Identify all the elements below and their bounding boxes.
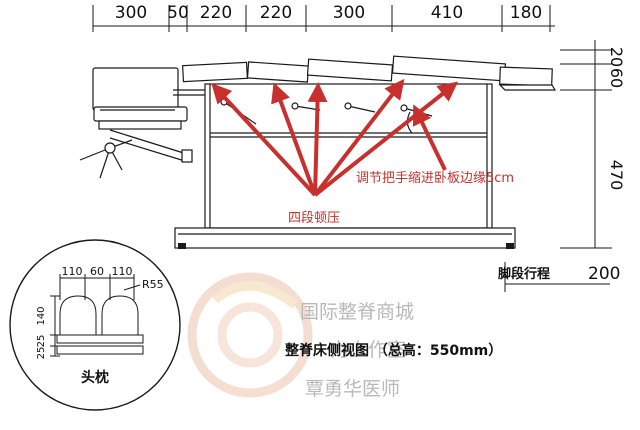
top-dim-4: 220 xyxy=(260,3,292,23)
top-dim-5: 300 xyxy=(333,3,365,23)
top-dim-1: 300 xyxy=(115,3,147,23)
table-pads xyxy=(181,55,557,91)
main-frame xyxy=(174,83,516,249)
right-dim-470: 470 xyxy=(607,160,626,191)
pressure-arrows xyxy=(211,78,459,197)
headrest-dim-60: 60 xyxy=(90,265,104,278)
headrest-dim-110-right: 110 xyxy=(112,265,133,278)
headrest-dim-25a: 25 xyxy=(36,335,47,348)
base-foot-right xyxy=(506,243,514,249)
caption: 整脊床侧视图 （总高：550mm） xyxy=(284,342,502,359)
handle-note: 调节把手缩进卧板边缘5cm xyxy=(356,170,514,186)
headrest-dim-110-left: 110 xyxy=(62,265,83,278)
adjustment-handles xyxy=(220,98,433,125)
foot-travel-value: 200 xyxy=(588,264,620,284)
foot-travel-label: 脚段行程 xyxy=(498,266,550,282)
foot-travel-dimension xyxy=(504,262,610,292)
watermark-line1: 国际整脊商城 xyxy=(300,301,414,323)
headrest-dim-140: 140 xyxy=(36,306,47,325)
base-foot-left xyxy=(178,243,186,249)
headrest-detail xyxy=(9,239,181,411)
watermark-line2: 力上作室 xyxy=(330,339,406,361)
top-dim-3: 220 xyxy=(200,3,232,23)
right-dim-20: 20 xyxy=(607,47,626,67)
top-dim-6: 410 xyxy=(431,3,463,23)
watermark-logo xyxy=(187,272,313,398)
right-dim-60: 60 xyxy=(607,68,626,88)
headrest-radius: R55 xyxy=(142,278,164,291)
top-dimension-line xyxy=(92,5,555,32)
watermark-line3: 覃勇华医师 xyxy=(305,378,400,400)
right-dimension-line xyxy=(560,40,612,249)
headrest-dim-25b: 25 xyxy=(36,347,47,360)
top-dim-7: 180 xyxy=(510,3,542,23)
head-end-assembly xyxy=(79,67,205,179)
headrest-label: 头枕 xyxy=(81,369,109,386)
four-stage-label: 四段顿压 xyxy=(288,211,340,226)
top-dim-2: 50 xyxy=(167,3,189,23)
